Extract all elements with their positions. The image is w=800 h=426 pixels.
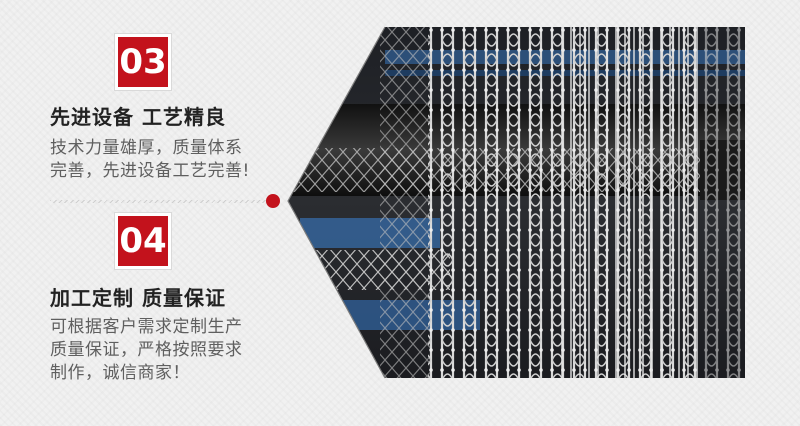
section-number-badge-04: 04 — [118, 216, 168, 266]
description-line: 可根据客户需求定制生产 — [50, 317, 243, 337]
description-line: 技术力量雄厚，质量体系 — [50, 138, 243, 158]
section-description-advanced-equipment: 技术力量雄厚，质量体系 完善，先进设备工艺完善! — [50, 137, 280, 183]
section-description-custom-processing: 可根据客户需求定制生产 质量保证，严格按照要求 制作，诚信商家！ — [50, 316, 280, 385]
section-title-custom-processing: 加工定制 质量保证 — [50, 286, 226, 310]
section-divider — [50, 200, 270, 203]
section-title-advanced-equipment: 先进设备 工艺精良 — [50, 105, 226, 129]
section-number-badge-03: 03 — [118, 37, 168, 87]
description-line: 质量保证，严格按照要求 — [50, 340, 243, 360]
description-line: 制作，诚信商家！ — [50, 363, 190, 383]
description-line: 完善，先进设备工艺完善! — [50, 161, 250, 181]
divider-dot — [266, 194, 280, 208]
